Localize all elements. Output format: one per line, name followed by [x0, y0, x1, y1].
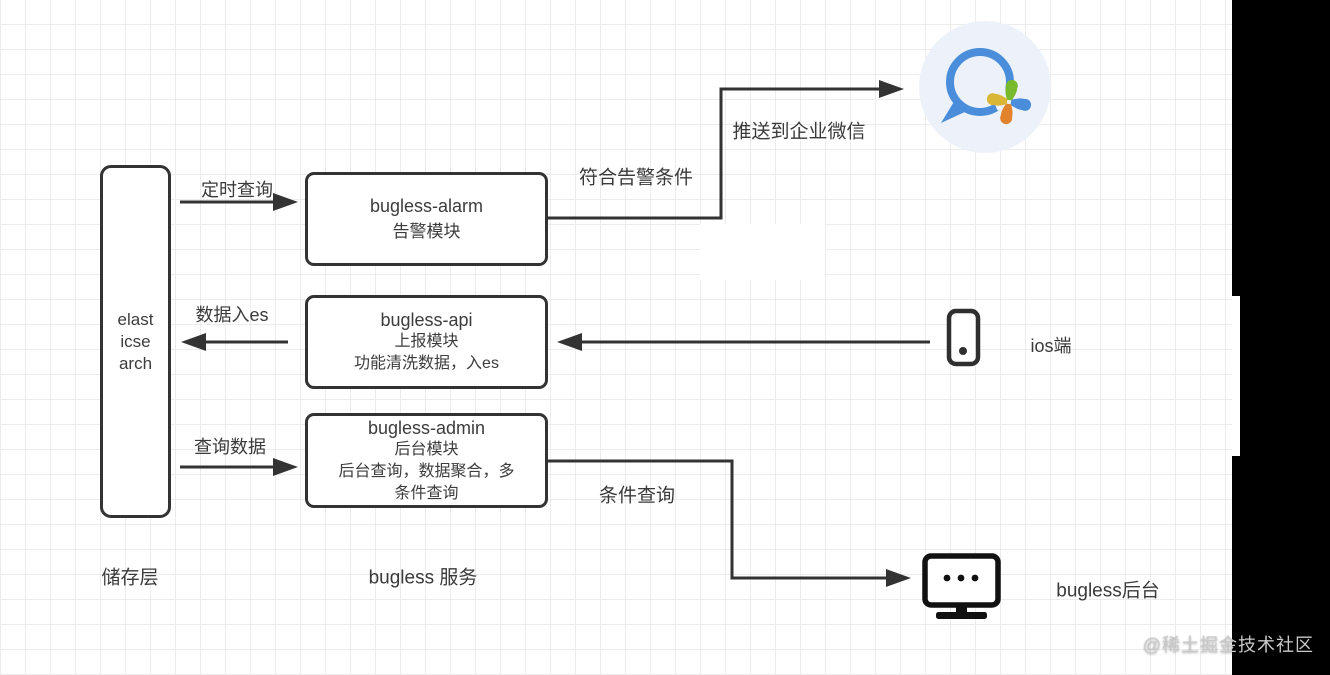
- node-bugless-api-subtitle: 上报模块: [394, 333, 459, 350]
- watermark: @稀土掘金技术社区: [1142, 635, 1314, 655]
- wecom-logo-icon: [919, 21, 1051, 153]
- monitor-icon: [922, 553, 1001, 619]
- node-bugless-admin-desc2: 条件查询: [394, 484, 459, 502]
- arrow-alarm-to-wecom-line: [548, 87, 882, 220]
- edge-label-timed-query: 定时查询: [201, 180, 273, 200]
- node-bugless-api: bugless-api 上报模块 功能清洗数据，入es: [305, 295, 548, 389]
- white-patch: [700, 224, 825, 280]
- node-bugless-api-desc: 功能清洗数据，入es: [354, 355, 499, 372]
- arrowhead-right: [273, 458, 298, 476]
- arrowhead-right: [879, 80, 904, 98]
- node-bugless-admin-title: bugless-admin: [367, 417, 486, 438]
- smartphone-icon: [946, 308, 981, 367]
- edge-label-query-data: 查询数据: [194, 437, 266, 457]
- arrowhead-left: [557, 333, 582, 351]
- arrowhead-left: [181, 333, 206, 351]
- node-bugless-alarm-title: bugless-alarm: [369, 196, 484, 216]
- node-bugless-admin-subtitle: 后台模块: [394, 440, 459, 458]
- right-black-strip: [1232, 0, 1330, 675]
- node-bugless-alarm-subtitle: 告警模块: [392, 222, 461, 241]
- endpoint-label-bugless-backend: bugless后台: [1056, 580, 1160, 602]
- node-bugless-api-title: bugless-api: [380, 310, 473, 330]
- node-elasticsearch-line: icse: [120, 331, 151, 351]
- node-elasticsearch-line: elast: [117, 309, 154, 329]
- zone-label-storage-layer: 储存层: [101, 567, 159, 589]
- edge-label-data-into-es: 数据入es: [195, 305, 269, 325]
- node-bugless-admin-desc: 后台查询，数据聚合，多: [338, 462, 515, 480]
- node-elasticsearch-line: arch: [118, 353, 153, 373]
- arrowhead-right: [273, 193, 298, 211]
- edge-label-meets-alarm-condition: 符合告警条件: [578, 167, 694, 189]
- edge-label-condition-query: 条件查询: [598, 485, 676, 507]
- node-bugless-admin: bugless-admin 后台模块 后台查询，数据聚合，多 条件查询: [305, 413, 548, 508]
- arrow-admin-to-backend-line: [548, 459, 888, 580]
- edge-label-push-to-wecom: 推送到企业微信: [732, 121, 866, 143]
- node-bugless-alarm: bugless-alarm 告警模块: [305, 172, 548, 266]
- node-elasticsearch: elast icse arch: [100, 165, 171, 518]
- zone-label-bugless-service: bugless 服务: [368, 567, 478, 589]
- arrowhead-right: [886, 569, 911, 587]
- right-strip-white-notch: [1232, 296, 1240, 456]
- endpoint-label-ios: ios端: [1030, 336, 1072, 356]
